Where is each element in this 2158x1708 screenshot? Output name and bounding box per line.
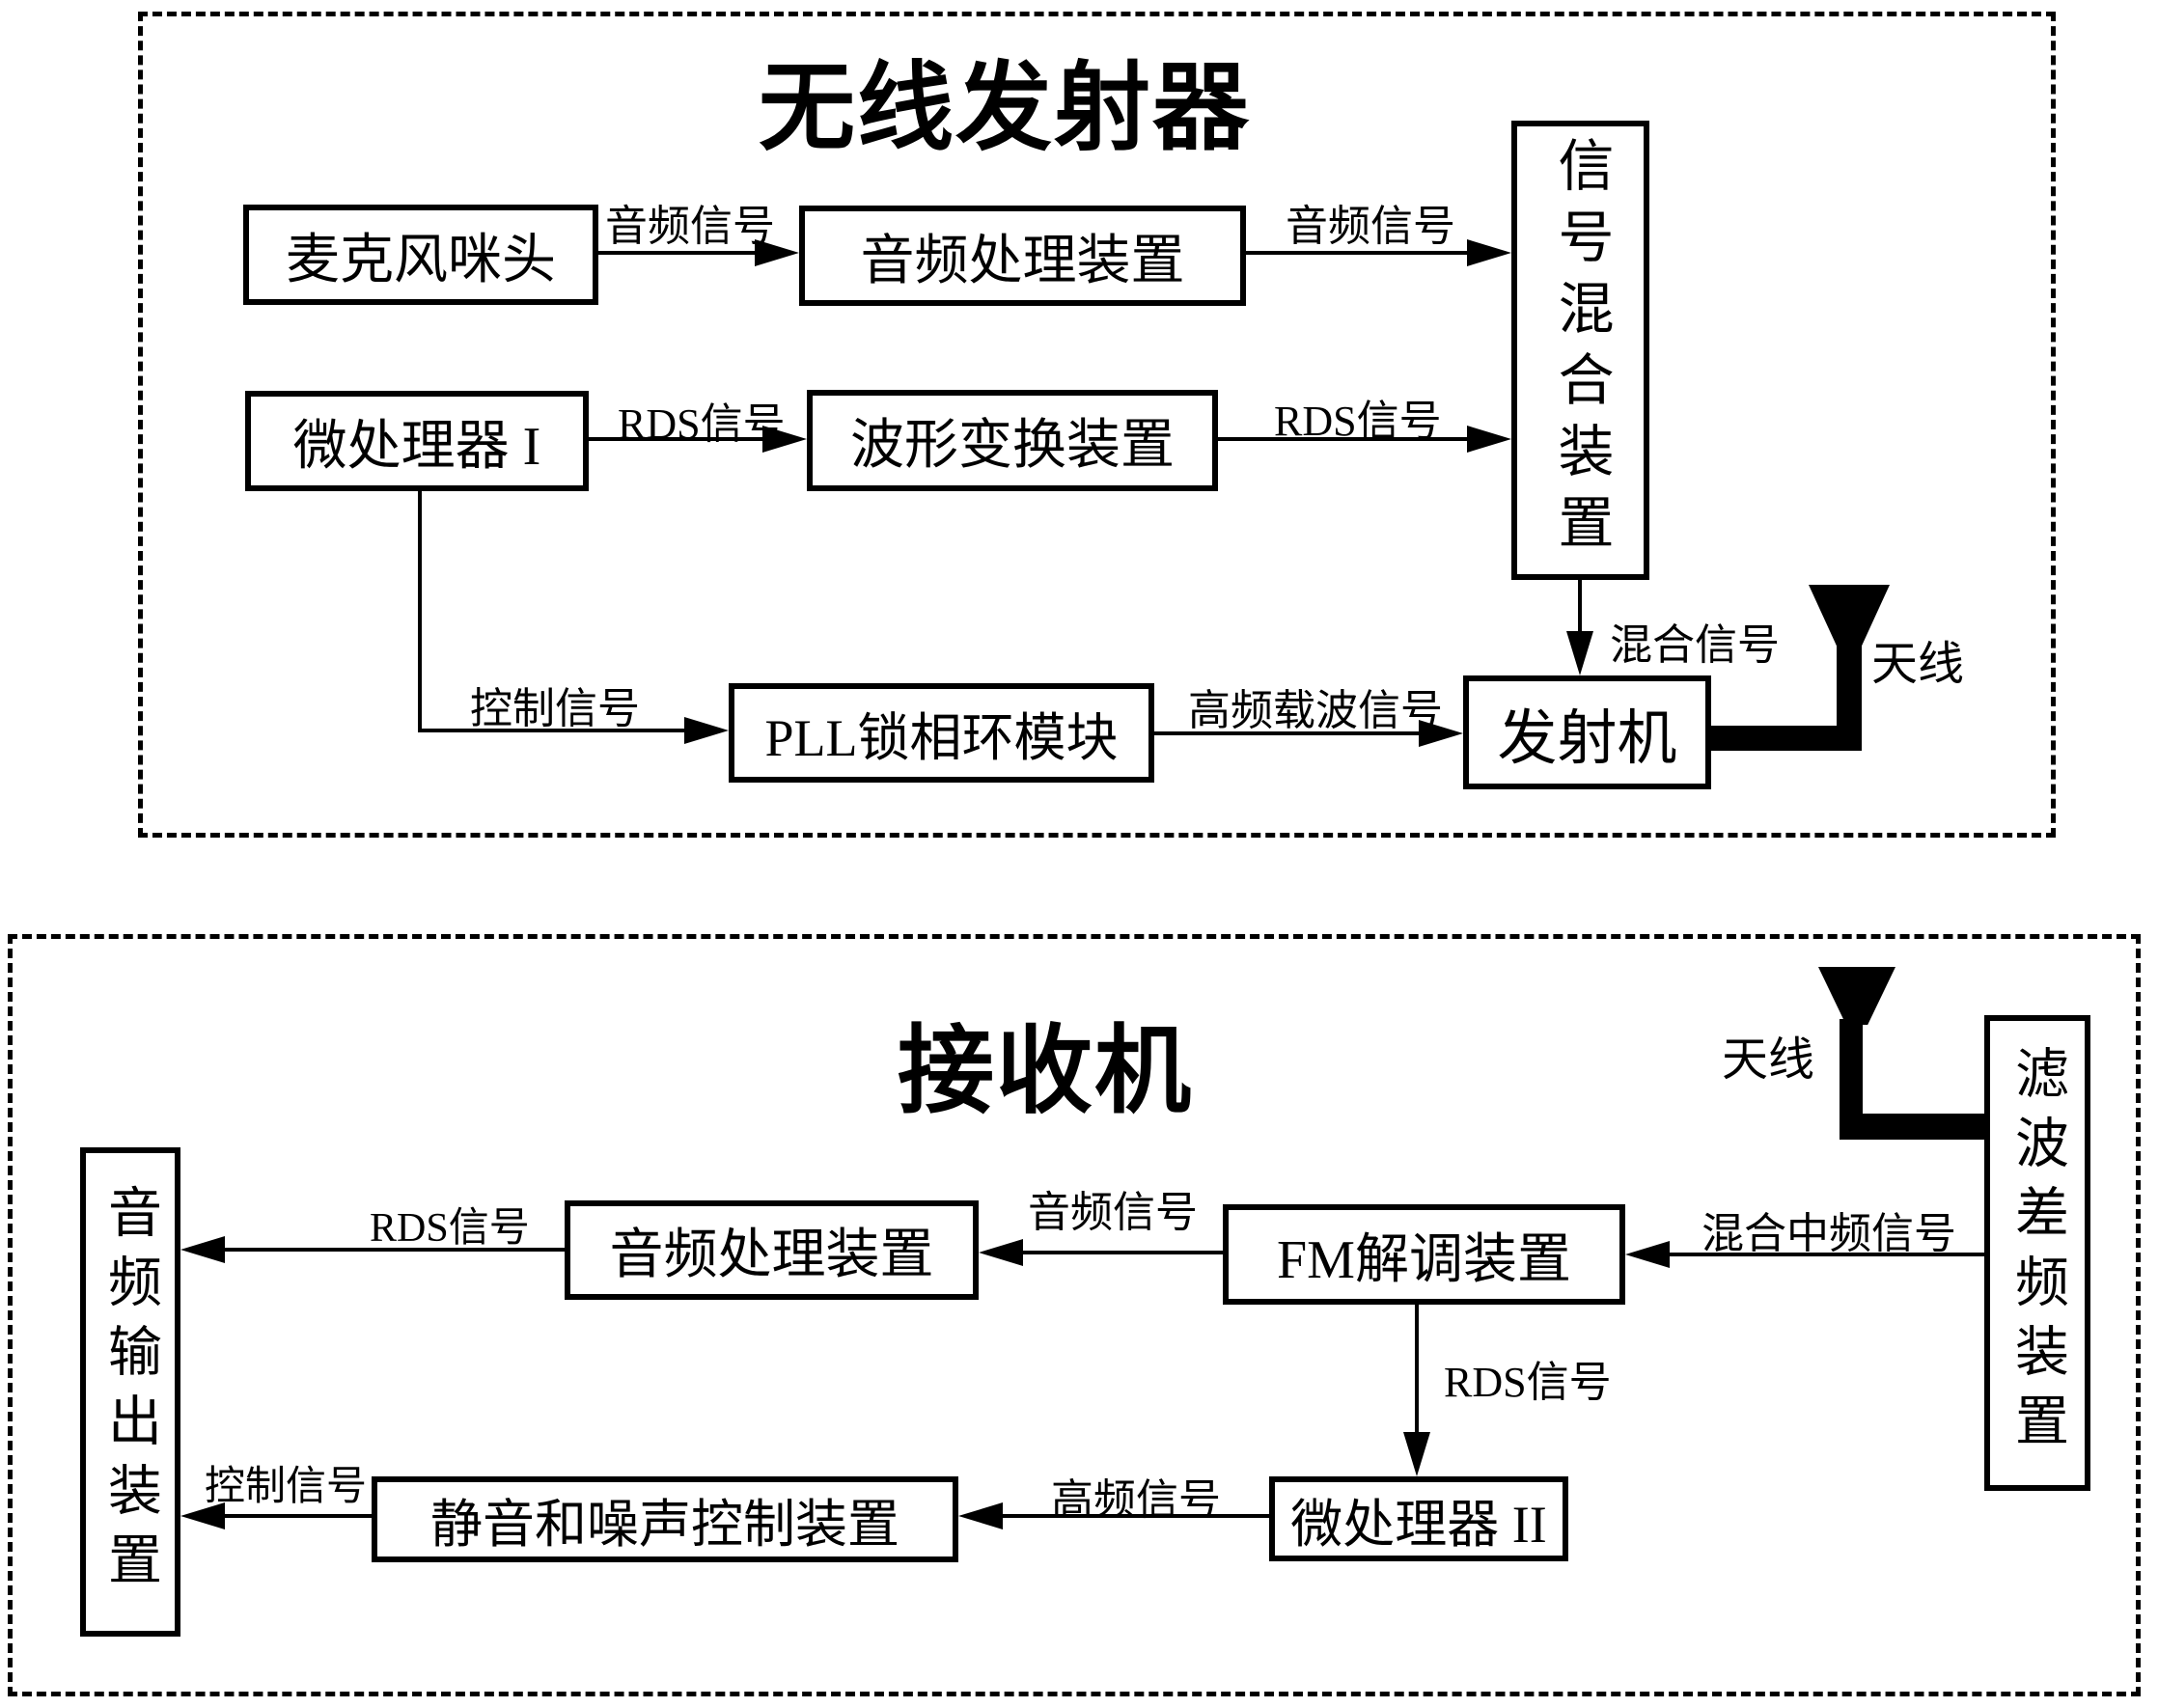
transmitter-boundary	[138, 12, 2056, 838]
arrowhead-audioproc-to-output	[180, 1236, 225, 1263]
line-micro1-to-waveform	[589, 437, 766, 441]
label-control-signal-tx: 控制信号	[470, 685, 640, 732]
label-hf-signal: 高频信号	[1051, 1476, 1221, 1524]
label-rds-signal-2: RDS信号	[1274, 398, 1442, 445]
line-micro1-down	[418, 490, 422, 732]
block-signal-mixer: 信号混合装置	[1511, 121, 1649, 580]
receiver-boundary	[8, 934, 2141, 1696]
antenna-mast-tx	[1837, 643, 1862, 751]
arrowhead-audioproc-to-mixer	[1467, 239, 1511, 266]
label-hf-carrier-signal: 高频载波信号	[1188, 687, 1443, 734]
receiver-title: 接收机	[898, 1018, 1193, 1125]
label-audio-signal-2: 音频信号	[1286, 203, 1455, 250]
line-fm-down	[1415, 1305, 1419, 1432]
block-waveform-converter: 波形变换装置	[807, 390, 1218, 491]
arrowhead-micro2-to-mute	[958, 1502, 1003, 1529]
block-microprocessor-1: 微处理器 I	[245, 391, 589, 491]
line-micro2-to-mute	[1003, 1514, 1269, 1518]
arrowhead-mixer-to-txunit	[1566, 631, 1593, 675]
line-mic-to-audioproc	[598, 251, 759, 255]
arrowhead-mute-to-output	[180, 1502, 225, 1529]
block-microprocessor-2: 微处理器 II	[1269, 1476, 1568, 1561]
label-audio-signal-1: 音频信号	[605, 203, 775, 250]
line-mixer-down	[1578, 579, 1582, 635]
arrowhead-waveform-to-mixer	[1467, 426, 1511, 453]
transmitter-title: 无线发射器	[759, 55, 1251, 162]
line-fm-to-audioproc	[1023, 1251, 1223, 1254]
block-microphone: 麦克风咪头	[243, 205, 598, 305]
line-waveform-to-mixer	[1218, 437, 1471, 441]
arrowhead-pll-to-txunit	[1419, 720, 1463, 747]
arrowhead-filter-to-fm	[1625, 1241, 1670, 1268]
label-mixed-signal: 混合信号	[1610, 621, 1780, 669]
line-pll-to-txunit	[1154, 731, 1423, 735]
label-rds-signal-down: RDS信号	[1444, 1359, 1612, 1406]
label-rds-signal-1: RDS信号	[618, 400, 786, 448]
label-mixed-if-signal: 混合中频信号	[1702, 1210, 1956, 1257]
arrowhead-fm-to-micro2	[1403, 1432, 1430, 1476]
label-control-signal-rx: 控制信号	[204, 1465, 367, 1509]
block-audio-output: 音频输出装置	[80, 1147, 180, 1637]
arrowhead-micro1-to-waveform	[762, 426, 807, 453]
label-audio-signal-rx: 音频信号	[1028, 1189, 1198, 1236]
line-audioproc-to-mixer	[1246, 251, 1471, 255]
block-filter-mixer: 滤波差频装置	[1984, 1015, 2090, 1491]
txunit-to-antenna-feedline	[1711, 726, 1858, 751]
line-mute-to-output	[225, 1514, 372, 1518]
arrowhead-mic-to-audioproc	[755, 239, 799, 266]
line-filter-to-fm	[1670, 1253, 1984, 1256]
label-antenna-rx: 天线	[1721, 1034, 1814, 1086]
antenna-to-filter-feedline	[1840, 1114, 1984, 1140]
arrowhead-control-to-pll	[684, 717, 729, 744]
block-audio-processor-rx: 音频处理装置	[565, 1200, 979, 1300]
block-fm-demodulator: FM解调装置	[1223, 1204, 1625, 1305]
line-control-to-pll	[418, 729, 688, 732]
block-audio-processor-tx: 音频处理装置	[799, 206, 1246, 306]
block-mute-noise-control: 静音和噪声控制装置	[372, 1476, 958, 1562]
line-audioproc-to-output	[225, 1248, 565, 1252]
block-pll-module: PLL锁相环模块	[729, 683, 1154, 783]
arrowhead-fm-to-audioproc	[979, 1239, 1023, 1266]
block-transmitter-unit: 发射机	[1463, 675, 1711, 789]
label-rds-signal-left: RDS信号	[370, 1206, 530, 1251]
label-antenna-tx: 天线	[1870, 639, 1964, 690]
